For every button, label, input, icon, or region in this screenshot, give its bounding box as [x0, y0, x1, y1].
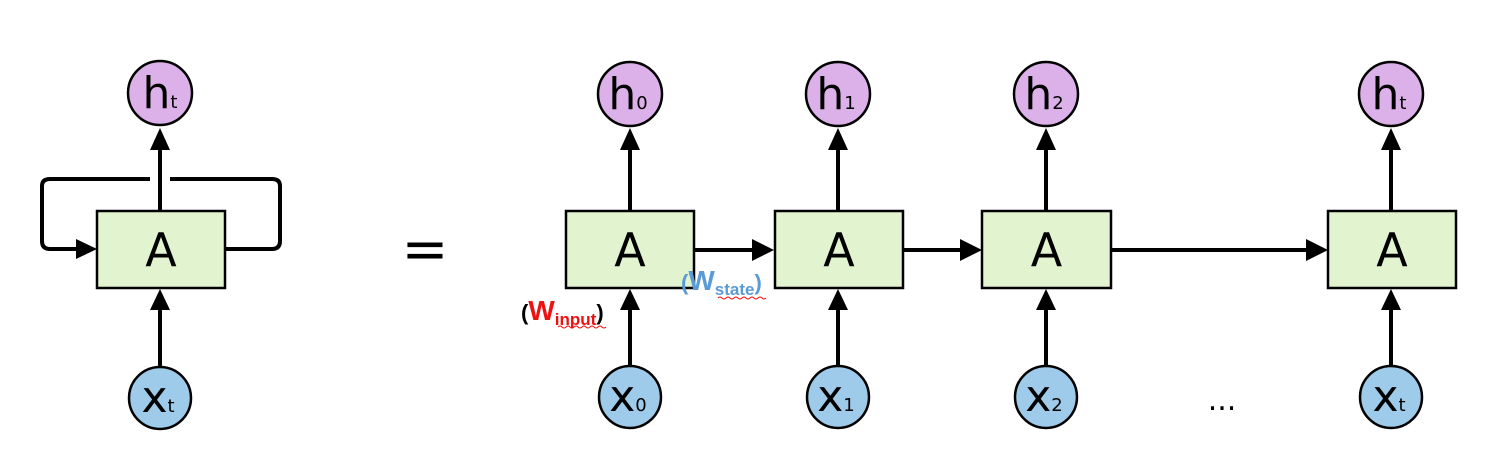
output-node [1012, 60, 1080, 128]
output-node [596, 60, 664, 128]
output-arrowhead [828, 128, 848, 150]
input-node [1013, 364, 1079, 430]
input-arrowhead [620, 289, 640, 310]
state-arrowhead-0-1 [752, 239, 774, 261]
state-arrows [694, 239, 1328, 261]
output-node [1357, 60, 1425, 128]
ellipsis: ... [1208, 383, 1237, 418]
input-arrowhead [828, 289, 848, 310]
w-state-label: (Wstate) [681, 265, 762, 299]
folded-input-arrowhead [150, 289, 170, 310]
folded-output-node [126, 59, 194, 127]
input-label: x0 [609, 371, 647, 422]
folded-input-node [127, 365, 193, 431]
output-arrowhead [620, 128, 640, 150]
folded-input-label: xt [141, 372, 174, 423]
equals-sign: = [402, 217, 449, 282]
input-label: xt [1372, 371, 1405, 422]
output-label: h0 [608, 69, 647, 120]
folded-output-label: ht [143, 68, 178, 119]
input-label: x1 [817, 371, 855, 422]
input-arrowhead [1036, 289, 1056, 310]
folded-loop-arrowhead [76, 239, 97, 259]
output-arrowhead [1036, 128, 1056, 150]
input-arrowhead [1381, 289, 1401, 310]
folded-rnn: ht A xt [40, 59, 282, 431]
state-arrowhead-2-t [1306, 239, 1328, 261]
output-label: h2 [1024, 69, 1063, 120]
cell-label: A [1376, 223, 1408, 277]
w-input-label: (Winput) [521, 295, 604, 329]
cell-label: A [614, 223, 646, 277]
output-label: h1 [816, 69, 855, 120]
output-arrowhead [1381, 128, 1401, 150]
folded-output-arrowhead [150, 128, 170, 150]
input-node [805, 364, 871, 430]
cell [773, 209, 905, 290]
input-node [597, 364, 663, 430]
output-node [804, 60, 872, 128]
output-label: ht [1372, 69, 1407, 120]
folded-cell-label: A [145, 223, 177, 277]
state-arrowhead-1-2 [960, 239, 982, 261]
cell-label: A [1031, 223, 1063, 277]
input-label: x2 [1025, 371, 1063, 422]
cell [1326, 209, 1458, 290]
folded-recurrent-loop [40, 177, 282, 251]
w-state-underline [717, 296, 767, 300]
cell [564, 209, 696, 290]
input-node [1358, 364, 1424, 430]
cell [980, 209, 1113, 290]
folded-cell [95, 209, 227, 290]
w-input-underline [557, 325, 607, 329]
cell-label: A [823, 223, 855, 277]
